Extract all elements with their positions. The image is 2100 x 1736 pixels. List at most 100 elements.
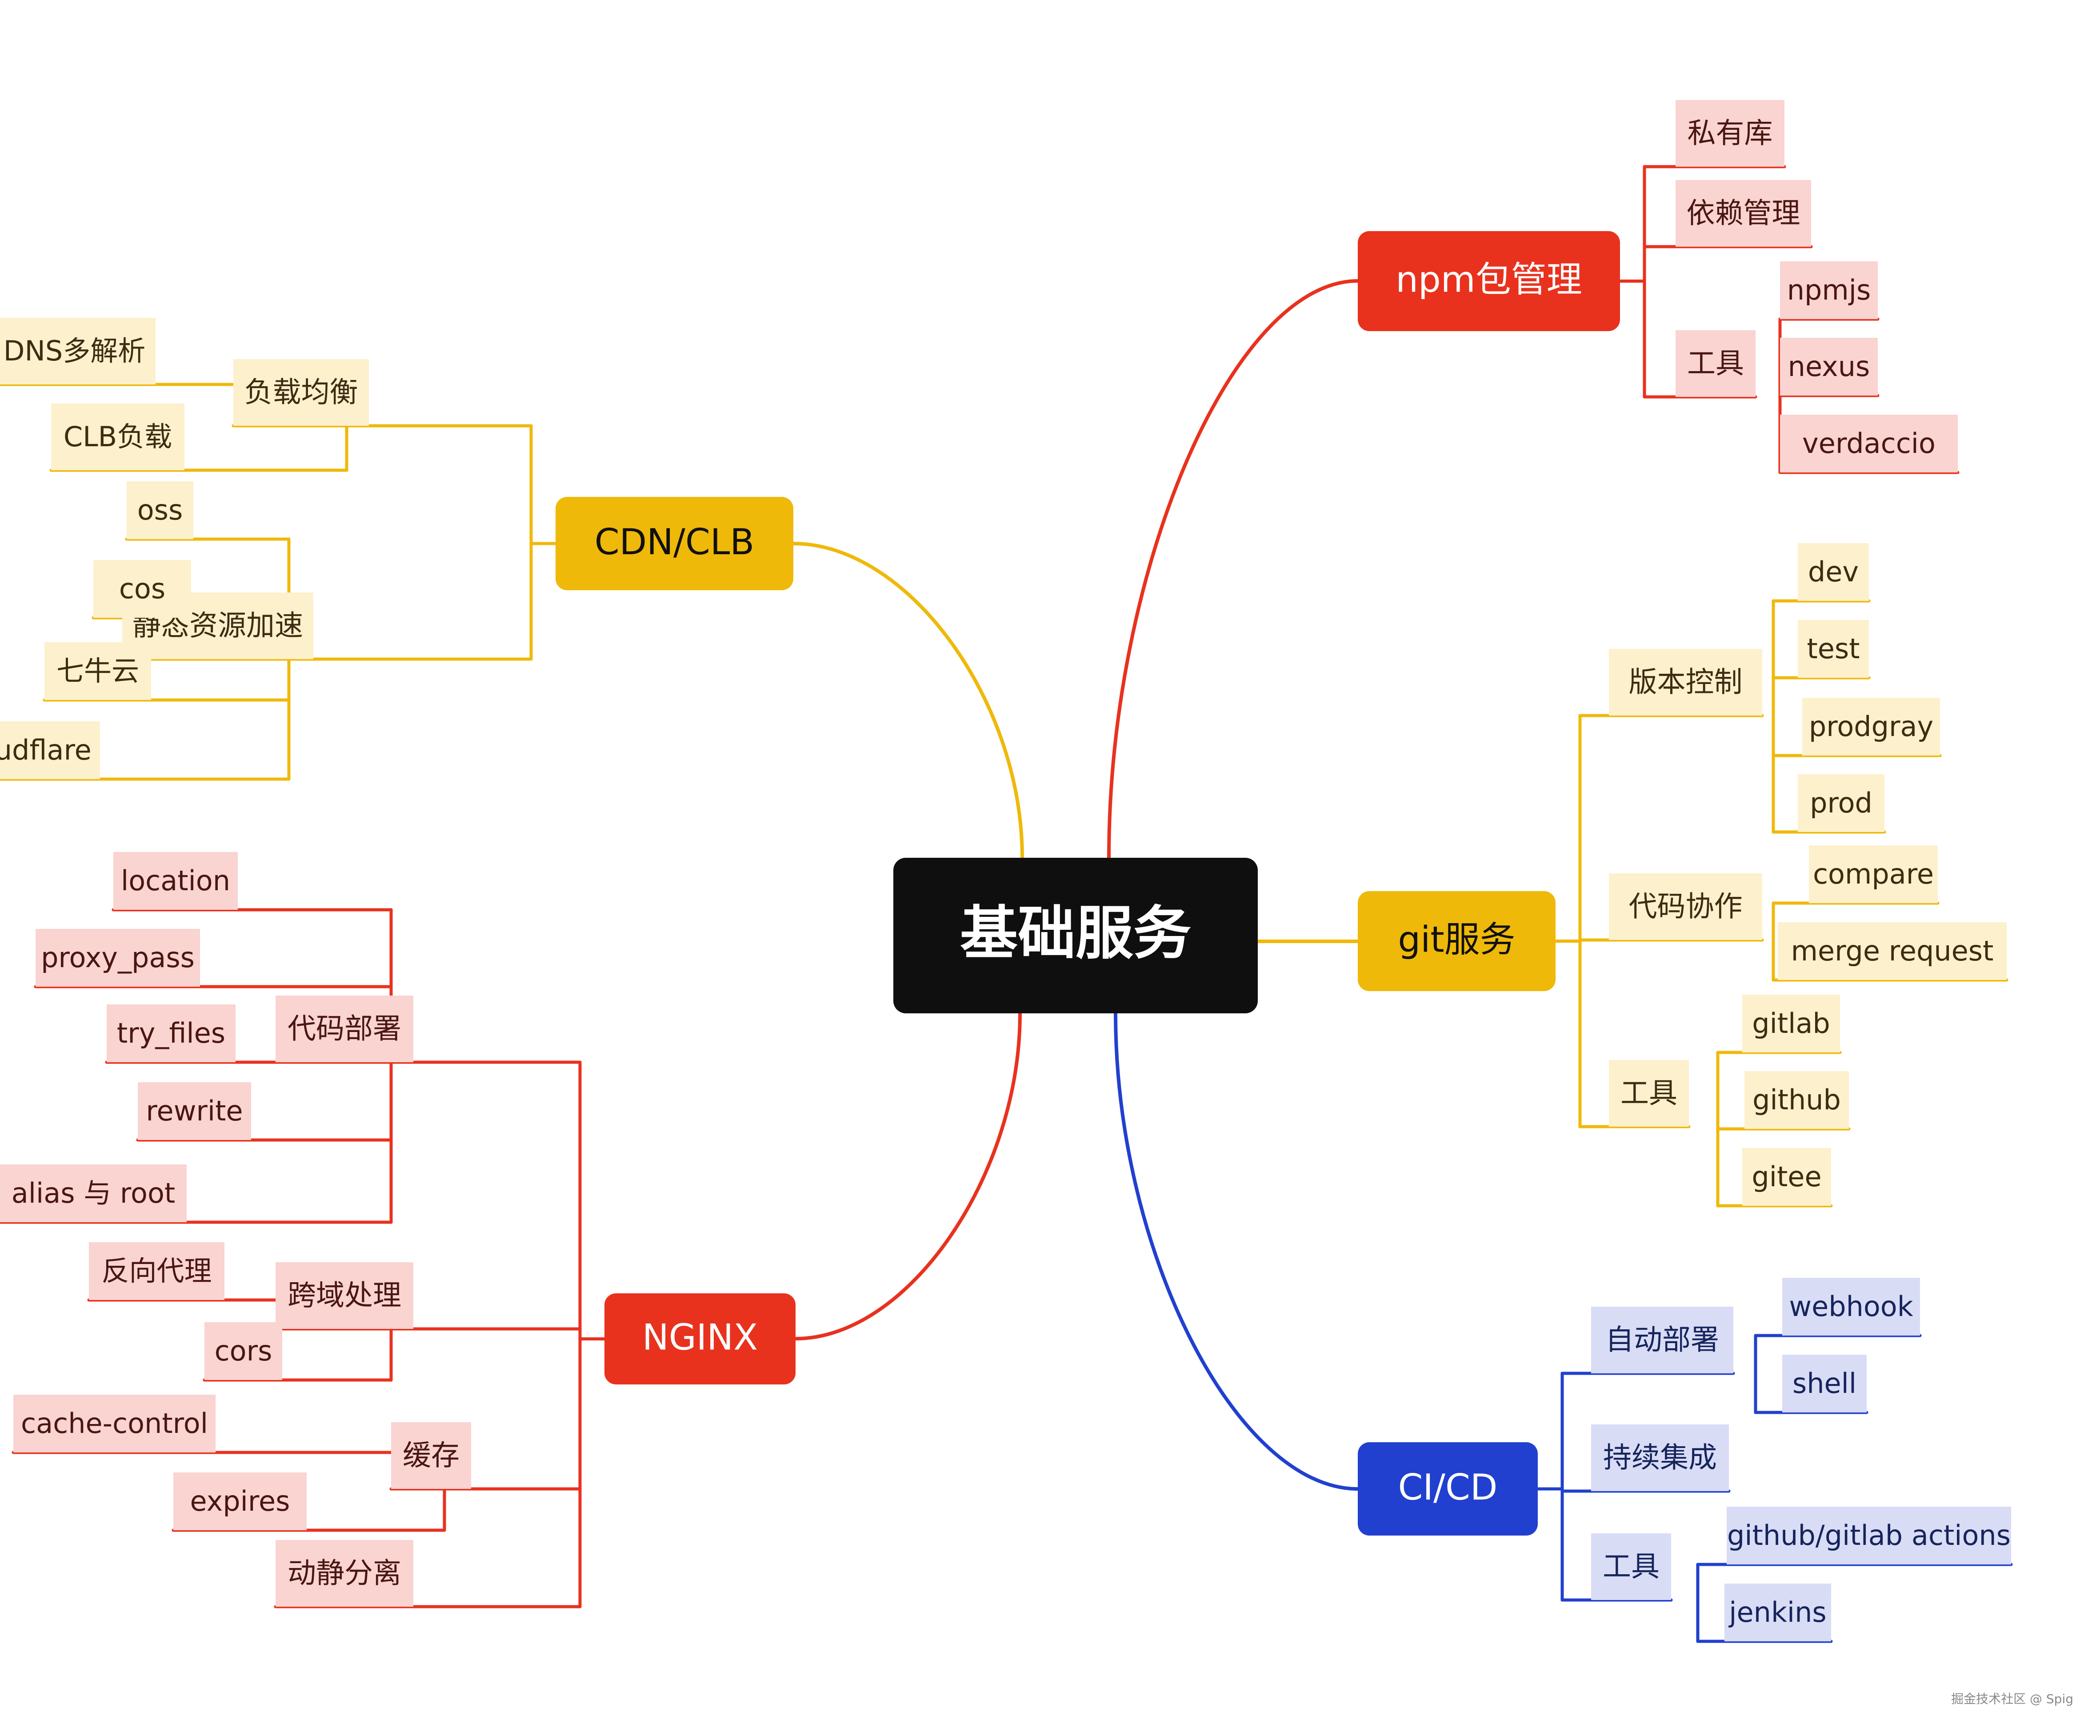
nginx-cross-cors-leaf[interactable] xyxy=(204,1322,282,1380)
nginx-deploy-location-leaf[interactable] xyxy=(113,852,238,910)
cicd-tools-jenkins-label: jenkins xyxy=(1728,1596,1826,1628)
cdn-lb-clb-label: CLB负载 xyxy=(64,420,172,453)
node-layer: 基础服务npm包管理私有库依赖管理工具npmjsnexusverdacciogi… xyxy=(0,100,2011,1641)
git-version-dev-label: dev xyxy=(1808,556,1859,588)
git-tools-node[interactable] xyxy=(1609,1060,1689,1127)
git-version-prod-leaf[interactable] xyxy=(1798,774,1884,832)
npm-tools-label: 工具 xyxy=(1687,348,1744,380)
npm-dep-label: 依赖管理 xyxy=(1687,197,1800,230)
cicd-tools-label: 工具 xyxy=(1603,1551,1660,1584)
cicd-autodeploy-shell-leaf[interactable] xyxy=(1782,1355,1867,1412)
nginx-cross-cors-label: cors xyxy=(215,1335,272,1367)
cdn-static-oss-label: oss xyxy=(137,494,183,526)
git-collab-label: 代码协作 xyxy=(1629,891,1743,924)
npm-main-label: npm包管理 xyxy=(1396,259,1582,300)
git-collab-compare-label: compare xyxy=(1813,858,1934,890)
npm-main-node[interactable] xyxy=(1358,231,1620,331)
git-tools-github-leaf[interactable] xyxy=(1744,1071,1849,1129)
nginx-cross-reverse-leaf[interactable] xyxy=(89,1242,224,1300)
git-tools-gitlab-leaf[interactable] xyxy=(1742,995,1840,1052)
cdn-lb-dns-leaf[interactable] xyxy=(0,318,156,384)
git-version-prodgray-label: prodgray xyxy=(1809,710,1933,743)
cdn-lb-dns-label: DNS多解析 xyxy=(4,335,145,367)
git-collab-compare-leaf[interactable] xyxy=(1809,845,1938,903)
git-main-node[interactable] xyxy=(1358,891,1556,991)
git-collab-mr-leaf[interactable] xyxy=(1778,922,2007,980)
watermark-text: 掘金技术社区 @ Spig xyxy=(1951,1692,2073,1706)
cdn-static-cloudflare-leaf[interactable] xyxy=(0,721,100,779)
cdn-static-cos-leaf[interactable] xyxy=(93,560,191,618)
nginx-main-node[interactable] xyxy=(604,1293,796,1384)
cicd-main-node[interactable] xyxy=(1358,1442,1538,1536)
git-version-test-label: test xyxy=(1807,632,1860,665)
nginx-main-connector xyxy=(794,1012,1022,1340)
nginx-cache-cachecontrol-leaf[interactable] xyxy=(13,1395,216,1452)
nginx-deploy-proxy_pass-leaf[interactable] xyxy=(36,929,200,987)
nginx-cross-reverse-label: 反向代理 xyxy=(101,1255,212,1287)
cdn-static-cloudflare-label: Cloudflare xyxy=(0,734,92,766)
nginx-main-label: NGINX xyxy=(642,1316,758,1358)
cicd-autodeploy-webhook-leaf[interactable] xyxy=(1782,1278,1920,1336)
npm-tools-nexus-leaf[interactable] xyxy=(1780,338,1878,396)
npm-main-connector xyxy=(1107,279,1360,860)
cicd-tools-actions-leaf[interactable] xyxy=(1727,1507,2011,1564)
cicd-autodeploy-label: 自动部署 xyxy=(1605,1324,1719,1357)
npm-private-node[interactable] xyxy=(1676,100,1784,167)
nginx-deploy-rewrite-leaf[interactable] xyxy=(138,1082,251,1140)
npm-dep-node[interactable] xyxy=(1676,180,1811,247)
git-tools-gitlab-label: gitlab xyxy=(1752,1007,1830,1040)
nginx-cross-node[interactable] xyxy=(276,1262,413,1329)
cdn-lb-clb-leaf[interactable] xyxy=(51,404,184,470)
nginx-cache-expires-label: expires xyxy=(190,1485,290,1517)
cdn-lb-label: 负载均衡 xyxy=(244,376,358,409)
cicd-tools-node[interactable] xyxy=(1591,1533,1671,1600)
cdn-static-cos-label: cos xyxy=(119,572,165,605)
npm-tools-npmjs-leaf[interactable] xyxy=(1780,261,1878,319)
nginx-cache-expires-leaf[interactable] xyxy=(173,1472,307,1530)
git-version-test-leaf[interactable] xyxy=(1798,620,1869,678)
nginx-deploy-alias-label: alias 与 root xyxy=(12,1177,175,1209)
git-tools-gitee-label: gitee xyxy=(1752,1160,1821,1193)
nginx-deploy-alias-leaf[interactable] xyxy=(0,1164,187,1222)
git-version-prod-label: prod xyxy=(1810,787,1872,819)
cdn-static-oss-leaf[interactable] xyxy=(127,481,193,539)
npm-tools-node[interactable] xyxy=(1676,330,1756,397)
git-collab-node[interactable] xyxy=(1609,873,1762,940)
cicd-main-connector xyxy=(1114,1012,1360,1491)
git-tools-github-label: github xyxy=(1752,1084,1841,1116)
nginx-deploy-location-label: location xyxy=(121,864,230,897)
cicd-tools-jenkins-leaf[interactable] xyxy=(1724,1584,1831,1641)
cicd-autodeploy-shell-label: shell xyxy=(1792,1367,1856,1400)
nginx-deploy-try_files-label: try_files xyxy=(117,1017,225,1049)
cicd-autodeploy-node[interactable] xyxy=(1591,1307,1733,1373)
cdn-main-node[interactable] xyxy=(556,497,793,590)
cdn-main-connector xyxy=(792,542,1024,860)
nginx-dynstatic-node[interactable] xyxy=(276,1540,413,1607)
nginx-cache-cachecontrol-label: cache-control xyxy=(21,1407,208,1440)
cdn-static-qiniu-leaf[interactable] xyxy=(44,642,151,700)
nginx-deploy-try_files-leaf[interactable] xyxy=(107,1004,236,1062)
root-node[interactable] xyxy=(893,858,1258,1013)
npm-tools-nexus-label: nexus xyxy=(1788,350,1870,383)
nginx-deploy-proxy_pass-label: proxy_pass xyxy=(41,941,195,974)
git-version-prodgray-leaf[interactable] xyxy=(1802,698,1940,756)
nginx-deploy-rewrite-label: rewrite xyxy=(146,1095,243,1127)
cicd-ci-label: 持续集成 xyxy=(1603,1442,1717,1475)
git-version-node[interactable] xyxy=(1609,649,1762,716)
git-tools-label: 工具 xyxy=(1620,1077,1677,1110)
git-version-dev-leaf[interactable] xyxy=(1798,543,1869,601)
nginx-deploy-node[interactable] xyxy=(276,996,413,1062)
npm-tools-verdaccio-leaf[interactable] xyxy=(1780,415,1958,472)
cdn-lb-node[interactable] xyxy=(233,359,369,426)
git-version-label: 版本控制 xyxy=(1629,666,1743,699)
git-collab-mr-label: merge request xyxy=(1791,935,1994,967)
git-tools-gitee-leaf[interactable] xyxy=(1742,1148,1831,1206)
npm-private-label: 私有库 xyxy=(1688,117,1773,150)
nginx-cache-node[interactable] xyxy=(391,1422,471,1489)
cdn-main-label: CDN/CLB xyxy=(595,521,755,563)
cicd-ci-node[interactable] xyxy=(1591,1424,1729,1491)
nginx-dynstatic-label: 动静分离 xyxy=(288,1557,401,1590)
nginx-cross-label: 跨域处理 xyxy=(288,1280,401,1312)
